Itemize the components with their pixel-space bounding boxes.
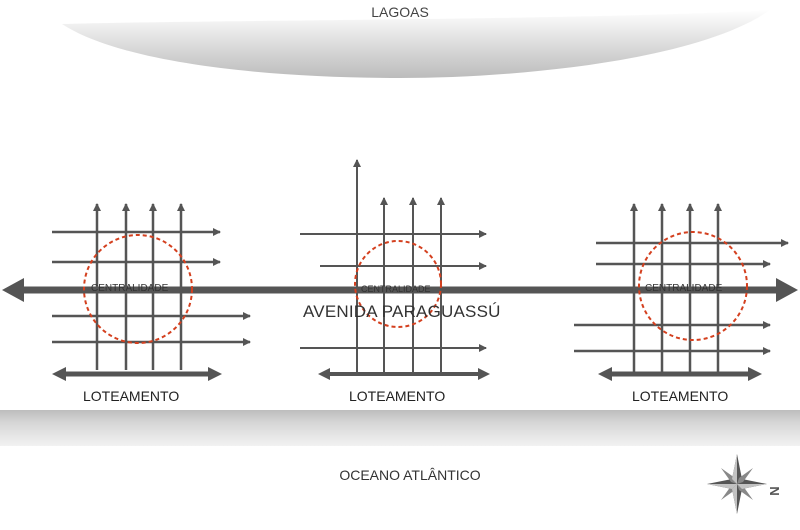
loteamento-label-middle: LOTEAMENTO <box>349 388 446 404</box>
oceano-label: OCEANO ATLÂNTICO <box>339 467 481 483</box>
centralidade-label-right: CENTRALIDADE <box>645 283 723 294</box>
loteamento-label-left: LOTEAMENTO <box>83 388 180 404</box>
loteamento-label-right: LOTEAMENTO <box>632 388 729 404</box>
ocean-band <box>0 410 800 446</box>
centralidade-circle-left <box>83 234 193 344</box>
grid-block-middle <box>300 159 487 376</box>
lagoas-label: LAGOAS <box>371 4 429 20</box>
lagoas-shape <box>62 10 770 78</box>
centralidade-circle-middle <box>354 240 442 328</box>
avenida-label: AVENIDA PARAGUASSÚ <box>303 302 501 321</box>
compass-north-label: N <box>767 486 782 495</box>
centralidade-circle-right <box>638 231 748 341</box>
grid-block-left <box>52 203 251 377</box>
compass-rose-icon <box>707 454 767 514</box>
grid-block-right <box>574 203 789 377</box>
centralidade-label-left: CENTRALIDADE <box>91 283 169 294</box>
centralidade-label-middle: CENTRALIDADE <box>361 284 431 294</box>
avenida-arrow <box>2 278 798 302</box>
